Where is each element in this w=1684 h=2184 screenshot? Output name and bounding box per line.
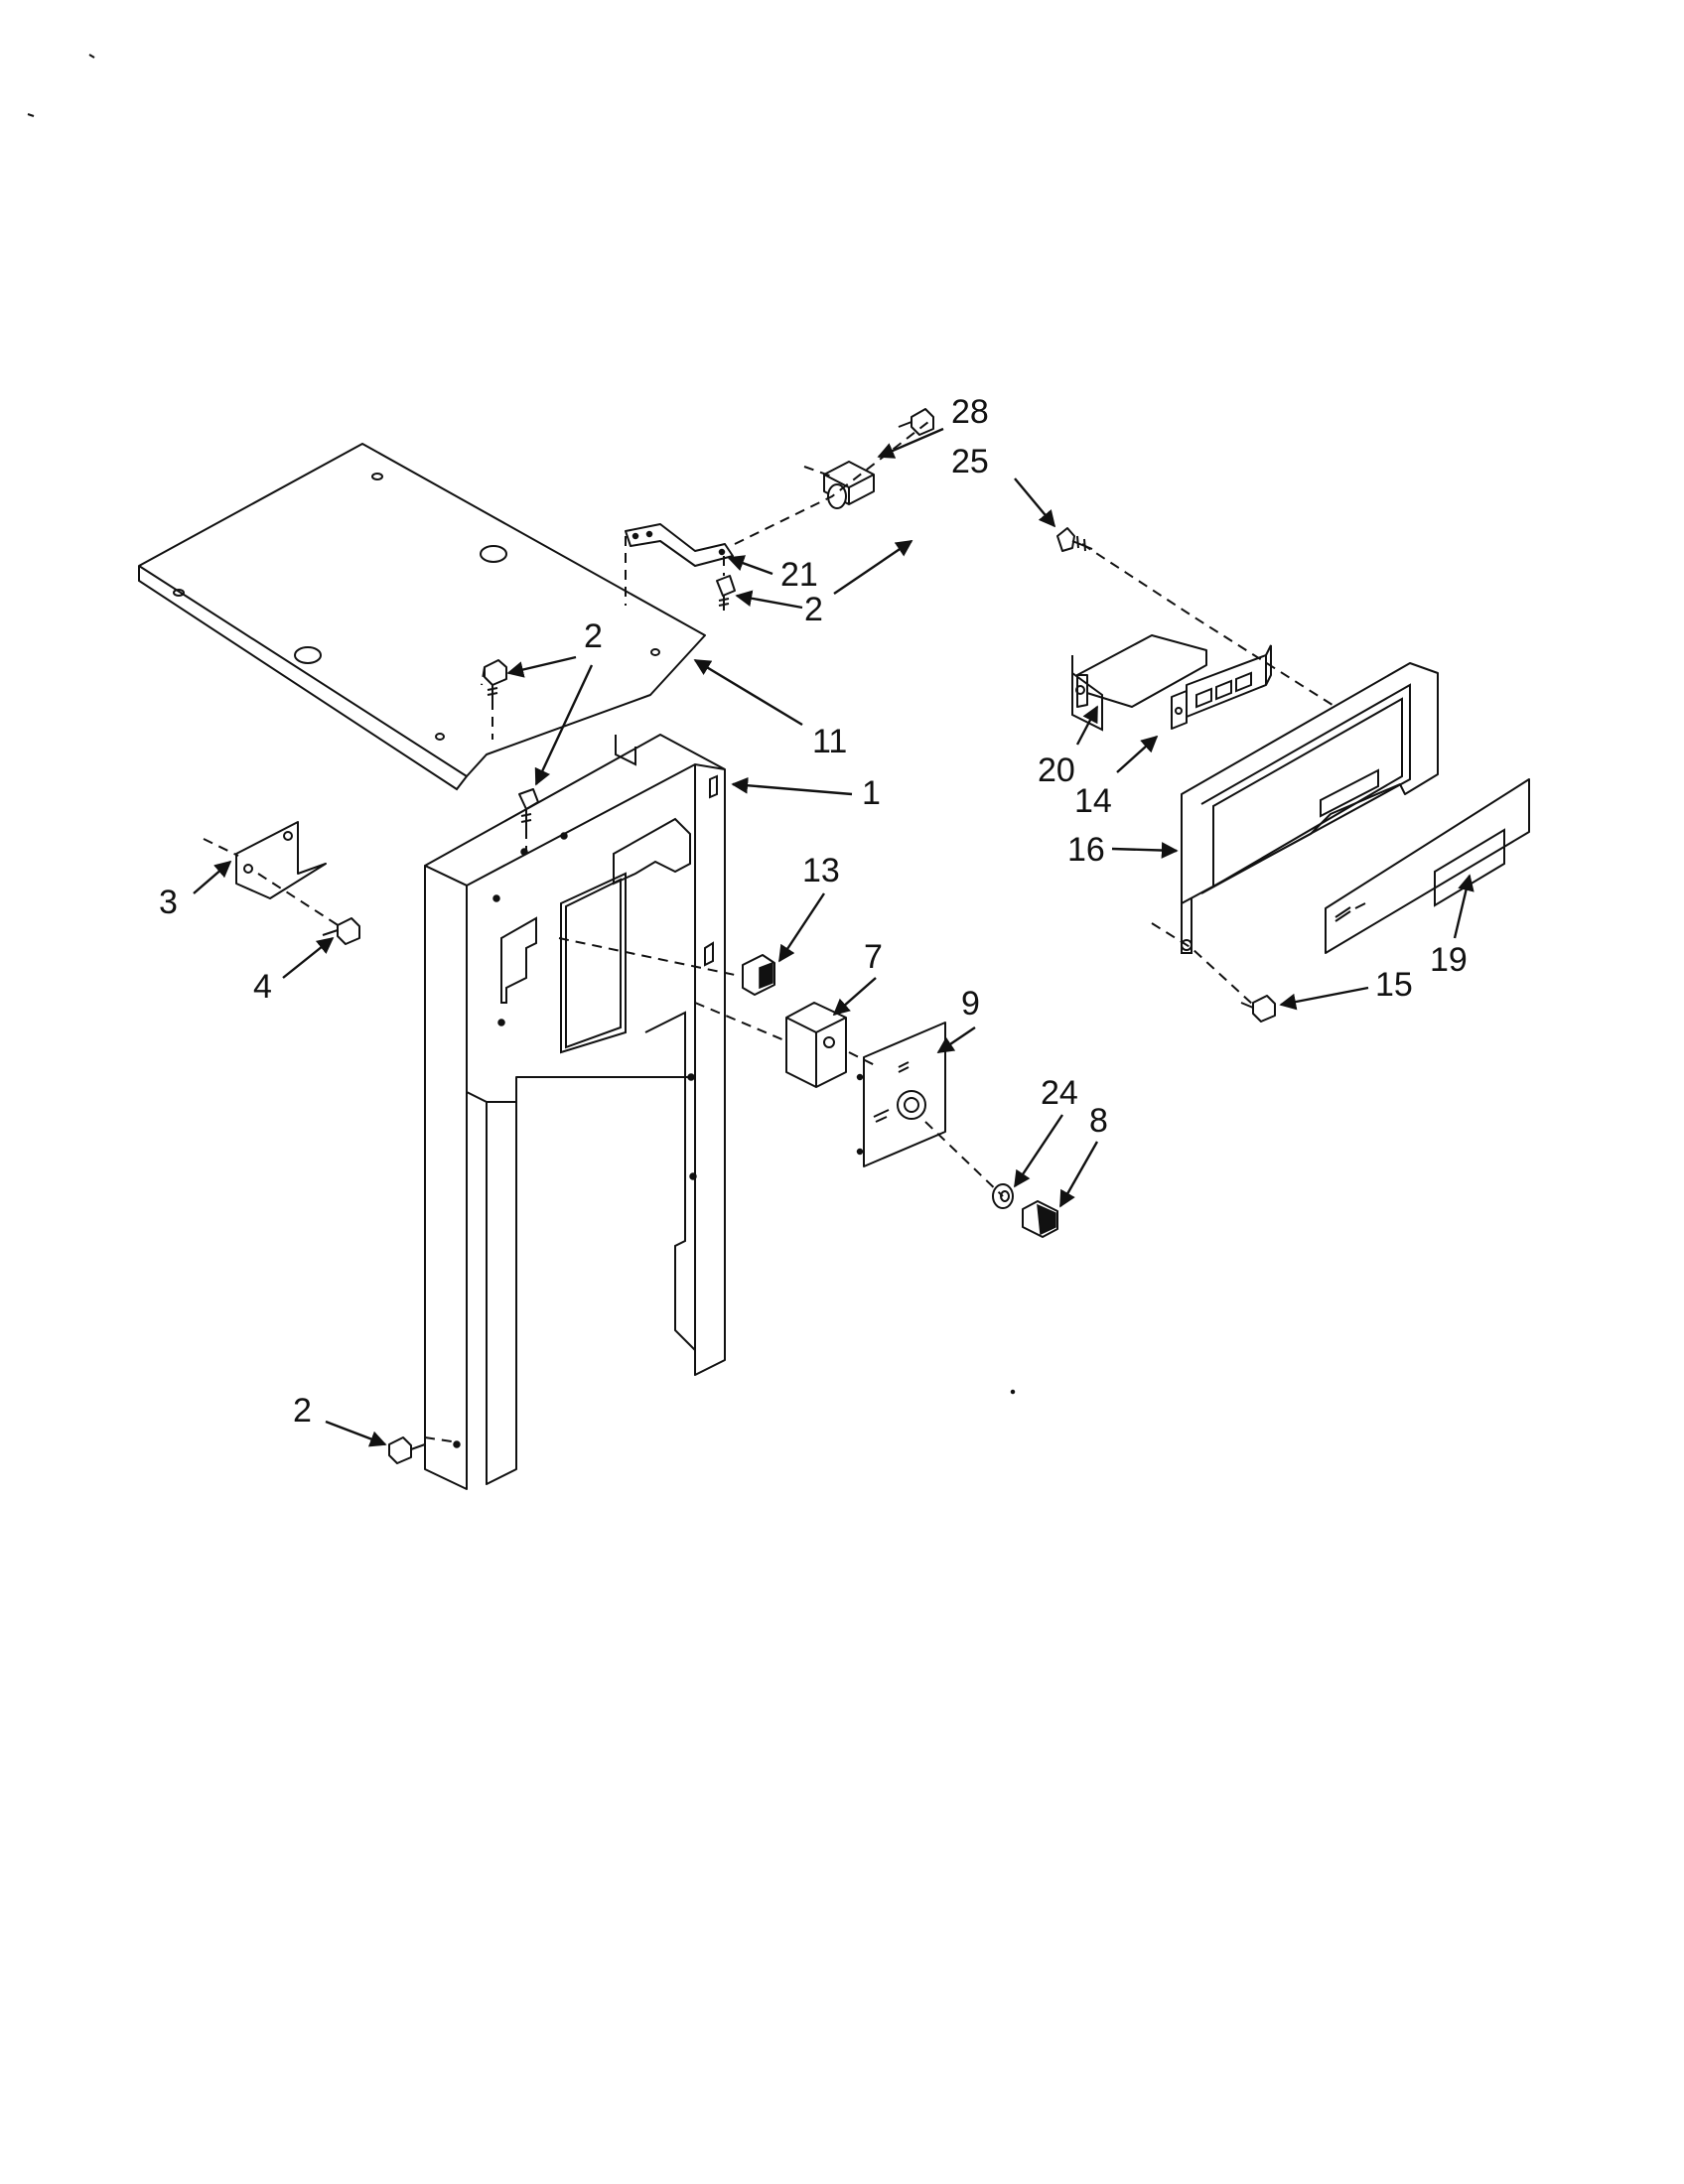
callout-1: 1 bbox=[862, 774, 881, 812]
clip-part-13 bbox=[742, 954, 775, 996]
callout-2-bottom: 2 bbox=[293, 1392, 312, 1430]
screw-2-left bbox=[484, 659, 507, 700]
screw-4 bbox=[322, 917, 360, 945]
assembly-lines bbox=[203, 421, 1336, 1442]
bracket-part-3 bbox=[235, 821, 327, 899]
switch-part-7 bbox=[785, 1002, 847, 1088]
callout-11: 11 bbox=[812, 723, 847, 760]
frame-part-1 bbox=[424, 734, 726, 1490]
overlay-part-19 bbox=[1325, 778, 1530, 954]
callout-25: 25 bbox=[951, 443, 989, 480]
knob-part-8 bbox=[1022, 1200, 1058, 1238]
plate-part-9 bbox=[856, 1022, 946, 1167]
callout-labels: 28 25 21 2 2 11 1 20 14 16 19 15 13 7 9 … bbox=[159, 393, 1468, 1430]
top-plate-part-11 bbox=[138, 443, 706, 791]
strap-part-21 bbox=[625, 523, 734, 567]
screw-15 bbox=[1240, 995, 1276, 1023]
callout-21: 21 bbox=[780, 556, 818, 594]
bracket-part-20 bbox=[1071, 634, 1207, 732]
screw-2-right bbox=[898, 408, 934, 436]
callout-9: 9 bbox=[961, 985, 980, 1023]
callout-19: 19 bbox=[1430, 941, 1468, 979]
callout-13: 13 bbox=[802, 852, 840, 889]
screw-2-bottom bbox=[388, 1436, 426, 1464]
callout-2-plate: 2 bbox=[584, 617, 603, 655]
callout-4: 4 bbox=[253, 968, 272, 1006]
callout-2-strap: 2 bbox=[804, 591, 823, 628]
screw-25 bbox=[1056, 527, 1093, 552]
callout-16: 16 bbox=[1067, 831, 1105, 869]
control-panel-part-16 bbox=[1181, 662, 1439, 954]
callout-20: 20 bbox=[1038, 751, 1075, 789]
screw-2-mid bbox=[518, 788, 539, 829]
callout-28: 28 bbox=[951, 393, 989, 431]
switch-assembly-part-14 bbox=[1171, 644, 1272, 730]
callout-14: 14 bbox=[1074, 782, 1112, 820]
speck-marks bbox=[27, 54, 1016, 1395]
callout-15: 15 bbox=[1375, 966, 1413, 1004]
callout-24: 24 bbox=[1041, 1074, 1078, 1112]
callout-8: 8 bbox=[1089, 1102, 1108, 1140]
leader-lines bbox=[193, 427, 1474, 1447]
callout-3: 3 bbox=[159, 884, 178, 921]
bracket-part-28 bbox=[823, 461, 875, 509]
screw-2-top bbox=[716, 575, 736, 611]
callout-7: 7 bbox=[864, 938, 883, 976]
